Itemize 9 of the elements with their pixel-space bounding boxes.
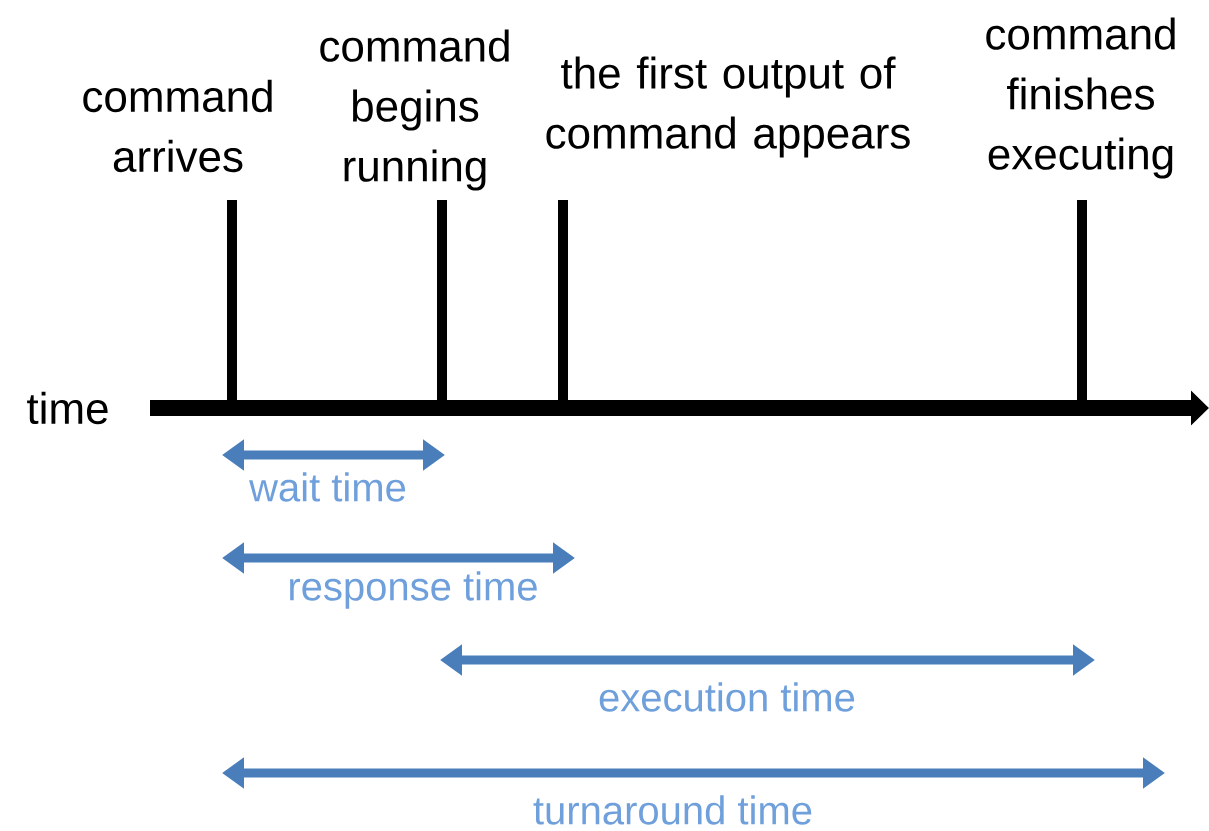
span-label: turnaround time bbox=[533, 795, 812, 825]
event-label: the first output of command appears bbox=[546, 56, 910, 158]
event-label: command arrives bbox=[83, 79, 272, 173]
span-label: execution time bbox=[599, 682, 855, 712]
span-label: wait time bbox=[249, 472, 406, 502]
axis-label: time bbox=[27, 391, 108, 425]
event-label: command begins running bbox=[320, 29, 509, 191]
span-label: response time bbox=[290, 571, 537, 609]
event-label: command finishes executing bbox=[986, 17, 1175, 179]
